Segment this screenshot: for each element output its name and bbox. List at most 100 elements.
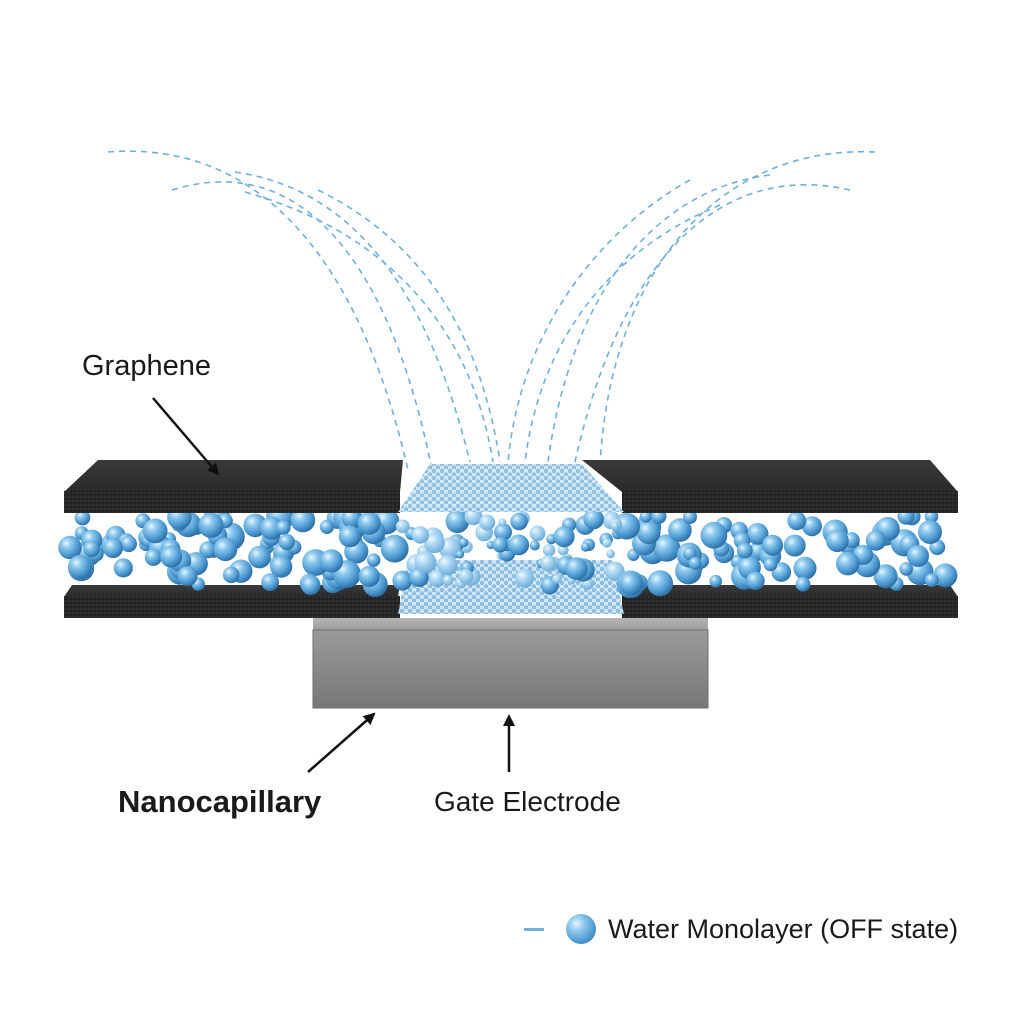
- water-molecule: [552, 574, 562, 584]
- legend-dash-symbol: [524, 927, 544, 931]
- water-molecule: [213, 537, 238, 562]
- water-molecule: [647, 570, 674, 597]
- water-molecule-layer: [58, 502, 958, 599]
- water-molecule: [428, 570, 446, 588]
- water-molecule: [411, 526, 429, 544]
- water-molecule: [529, 540, 540, 551]
- graphene-arrow: [152, 397, 220, 476]
- water-molecule: [492, 536, 508, 553]
- water-molecule: [557, 544, 569, 556]
- water-molecule: [639, 510, 653, 523]
- field-line: [507, 179, 691, 463]
- nanocapillary-label: Nanocapillary: [118, 784, 322, 819]
- water-molecule: [260, 516, 283, 540]
- field-line: [244, 191, 494, 463]
- water-molecule: [611, 521, 620, 531]
- water-molecule: [58, 535, 82, 560]
- water-molecule: [367, 553, 381, 567]
- water-molecule: [700, 521, 728, 549]
- water-molecule: [395, 519, 410, 534]
- water-molecule: [261, 573, 279, 591]
- graphene-sheet-top: [64, 460, 958, 513]
- water-molecule: [68, 555, 92, 579]
- water-molecule: [793, 556, 817, 580]
- water-molecule: [918, 520, 942, 544]
- gate-electrode: [312, 618, 709, 709]
- water-molecule: [177, 566, 198, 586]
- water-molecule: [198, 512, 224, 538]
- water-molecule: [553, 526, 575, 548]
- water-molecule: [636, 520, 661, 545]
- water-molecule: [529, 525, 546, 542]
- field-line: [547, 174, 771, 463]
- water-molecule: [83, 540, 100, 558]
- water-molecule: [736, 542, 753, 559]
- water-molecule: [380, 534, 409, 563]
- water-molecule: [606, 549, 615, 559]
- water-molecule: [583, 508, 604, 530]
- water-molecule: [688, 556, 702, 570]
- water-molecule: [270, 555, 293, 578]
- legend: Water Monolayer (OFF state): [524, 908, 958, 950]
- field-line: [171, 181, 433, 471]
- water-molecule: [746, 571, 765, 590]
- water-molecule: [319, 549, 344, 573]
- water-molecule: [392, 570, 413, 591]
- water-molecule: [802, 516, 822, 537]
- water-molecule: [278, 533, 295, 551]
- water-molecule: [74, 509, 91, 526]
- gate-electrode-label: Gate Electrode: [434, 786, 621, 817]
- water-molecule: [787, 511, 807, 531]
- water-molecule: [160, 545, 183, 568]
- water-molecule: [683, 546, 697, 561]
- water-molecule: [907, 545, 929, 567]
- water-molecule: [358, 565, 380, 588]
- water-molecule: [899, 562, 913, 576]
- water-molecule: [445, 509, 470, 534]
- water-molecule: [683, 510, 697, 524]
- water-molecule: [442, 575, 454, 586]
- water-molecule: [542, 543, 556, 557]
- nanocapillary-arrow: [307, 712, 376, 773]
- water-molecule: [338, 525, 361, 548]
- water-molecule: [494, 523, 512, 542]
- water-molecule: [276, 520, 291, 535]
- lattice-window-top: [398, 464, 624, 512]
- field-line: [599, 151, 876, 467]
- field-line: [317, 189, 501, 463]
- water-molecule: [602, 538, 612, 548]
- water-molecule: [414, 551, 437, 573]
- water-molecule: [565, 557, 588, 580]
- water-molecule: [783, 534, 806, 557]
- water-molecule: [144, 548, 162, 566]
- water-molecule: [199, 541, 217, 559]
- water-molecule: [510, 512, 528, 531]
- water-molecule: [580, 542, 591, 552]
- water-molecule: [619, 572, 643, 596]
- water-molecule: [508, 534, 530, 556]
- water-molecule: [437, 555, 458, 576]
- field-line: [524, 204, 721, 463]
- water-molecule: [498, 518, 507, 527]
- water-molecule: [222, 566, 240, 584]
- water-molecule: [795, 576, 811, 592]
- water-molecule: [515, 568, 534, 588]
- water-molecule: [763, 557, 778, 572]
- water-molecule: [933, 563, 958, 588]
- water-molecule: [924, 573, 939, 587]
- water-molecule: [826, 529, 849, 553]
- water-molecule-icon: [566, 914, 596, 944]
- water-molecule: [540, 555, 557, 572]
- water-molecule: [142, 518, 168, 544]
- water-molecule: [357, 511, 381, 535]
- water-molecule: [455, 550, 464, 559]
- water-molecule: [301, 575, 321, 595]
- water-molecule: [120, 535, 137, 553]
- legend-label: Water Monolayer (OFF state): [608, 913, 959, 944]
- water-molecule: [836, 551, 860, 576]
- water-molecule: [746, 523, 769, 545]
- water-molecule: [865, 530, 887, 551]
- water-molecule: [652, 534, 681, 562]
- water-molecule: [459, 537, 469, 548]
